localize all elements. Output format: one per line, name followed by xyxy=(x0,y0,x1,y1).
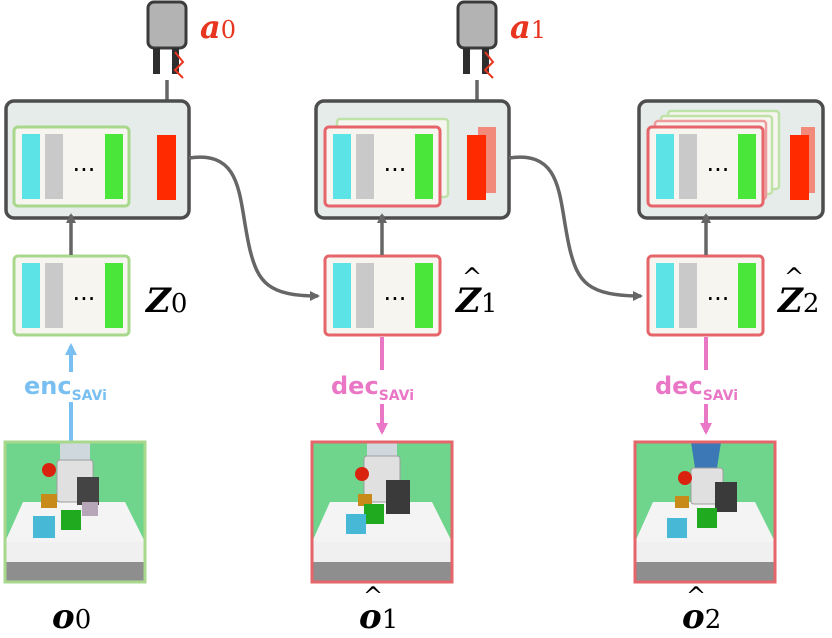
hat: ^ xyxy=(363,582,383,610)
dynamics-panel-1: ··· xyxy=(314,99,511,220)
action-token xyxy=(157,135,176,200)
svg-text:Z0: Z0 xyxy=(144,281,187,321)
encoder-label: encSAVi xyxy=(24,372,107,404)
slot-label-0: Z0 xyxy=(144,281,187,321)
slot-label-2: ^ Z2 xyxy=(776,263,819,321)
observation-image-0 xyxy=(3,440,147,584)
observation-image-1 xyxy=(310,440,454,584)
robot-scene-thumbnail xyxy=(312,442,452,582)
svg-text:o2: o2 xyxy=(682,597,721,637)
transition-arrow-1 xyxy=(508,155,643,301)
gripper-1 xyxy=(456,0,498,79)
slot-box-0: ··· xyxy=(12,254,131,337)
hat: ^ xyxy=(686,582,706,610)
dynamics-panel-0: ··· xyxy=(4,99,191,220)
slot-box-1: ··· xyxy=(323,254,442,337)
transition-arrow-0 xyxy=(188,155,320,301)
dynamics-panel-2: ··· xyxy=(637,99,825,220)
slot-box-2: ··· xyxy=(646,254,765,337)
ellipsis: ··· xyxy=(73,156,96,184)
robot-scene-thumbnail xyxy=(635,442,775,582)
observation-label-2: ^ o2 xyxy=(682,582,721,637)
hat: ^ xyxy=(462,263,482,291)
ellipsis: ··· xyxy=(707,156,730,184)
hat: ^ xyxy=(784,263,804,291)
observation-label-1: ^ o1 xyxy=(359,582,398,637)
robot-scene-thumbnail xyxy=(5,442,145,582)
robot-gripper-icon xyxy=(146,0,188,79)
action-label-1: a1 xyxy=(510,8,546,46)
ellipsis: ··· xyxy=(384,285,407,313)
action-label-0: a0 xyxy=(200,8,236,46)
ellipsis: ··· xyxy=(707,285,730,313)
ellipsis: ··· xyxy=(73,285,96,313)
gripper-0 xyxy=(146,0,188,79)
slot-stack: ··· xyxy=(646,125,765,208)
decoder-label-2: decSAVi xyxy=(655,372,738,404)
slot-stack: ··· xyxy=(12,125,131,208)
robot-gripper-icon xyxy=(456,0,498,79)
svg-text:Z2: Z2 xyxy=(776,281,819,321)
decoder-label-1: decSAVi xyxy=(331,372,414,404)
slot-stack: ··· xyxy=(323,125,442,208)
action-token xyxy=(790,135,809,200)
svg-text:o0: o0 xyxy=(52,597,91,637)
slot-label-1: ^ Z1 xyxy=(454,263,497,321)
observation-label-0: o0 xyxy=(52,597,91,637)
svg-text:Z1: Z1 xyxy=(454,281,497,321)
ellipsis: ··· xyxy=(384,156,407,184)
svg-text:o1: o1 xyxy=(359,597,398,637)
action-token xyxy=(467,135,486,200)
observation-image-2 xyxy=(633,440,777,584)
